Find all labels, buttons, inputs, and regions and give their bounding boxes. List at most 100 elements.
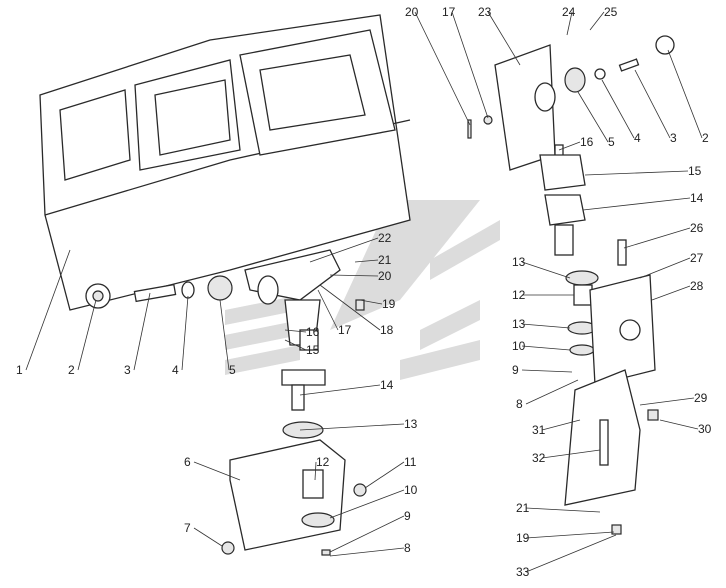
callout-number: 1	[16, 363, 23, 377]
leader-line	[77, 299, 97, 371]
callout-number: 5	[229, 363, 236, 377]
leader-line	[525, 531, 615, 539]
leader-line	[521, 261, 571, 279]
callout-number: 25	[604, 5, 618, 19]
leader-line	[299, 423, 405, 431]
leader-line	[329, 515, 405, 553]
callout-number: 9	[404, 509, 411, 523]
leader-line	[566, 11, 573, 36]
callout-number: 10	[404, 483, 418, 497]
callout-number: 8	[516, 397, 523, 411]
callout-number: 31	[532, 423, 546, 437]
callout-number: 8	[404, 541, 411, 555]
leader-line	[219, 299, 230, 371]
leader-line	[651, 285, 691, 301]
callout-number: 28	[690, 279, 704, 293]
callout-number: 15	[306, 343, 320, 357]
callout-number: 16	[306, 325, 320, 339]
leader-line	[329, 274, 379, 277]
leader-line	[284, 339, 307, 351]
leader-line	[133, 292, 151, 371]
callout-number: 14	[690, 191, 704, 205]
leader-line	[359, 299, 383, 305]
leader-line	[589, 11, 605, 31]
leader-line	[521, 323, 571, 329]
leader-line	[299, 384, 381, 396]
leader-line	[525, 534, 617, 573]
leader-lines	[25, 11, 703, 573]
callout-number: 13	[512, 317, 526, 331]
callout-number: 3	[124, 363, 131, 377]
callout-number: 4	[172, 363, 179, 377]
callout-number: 26	[690, 221, 704, 235]
callout-number: 19	[382, 297, 396, 311]
callout-number: 13	[512, 255, 526, 269]
callout-number: 3	[670, 131, 677, 145]
leader-line	[319, 284, 381, 331]
callout-number: 15	[688, 164, 702, 178]
leader-line	[414, 11, 471, 126]
callout-number: 4	[634, 131, 641, 145]
callout-number: 2	[702, 131, 709, 145]
leader-line	[309, 237, 379, 263]
leader-line	[634, 69, 671, 139]
leader-line	[193, 527, 223, 547]
leader-line	[329, 547, 405, 557]
leader-line	[521, 345, 571, 351]
callout-number: 17	[338, 323, 352, 337]
leader-line	[584, 170, 689, 176]
watermark-logo	[225, 200, 500, 380]
leader-line	[521, 369, 573, 373]
right-mount-assembly	[467, 35, 675, 535]
callout-number: 9	[512, 363, 519, 377]
callout-number: 29	[694, 391, 708, 405]
callout-number: 12	[316, 455, 330, 469]
callout-number: 33	[516, 565, 530, 579]
callout-number: 21	[516, 501, 530, 515]
callout-number: 20	[378, 269, 392, 283]
leader-line	[577, 91, 609, 143]
callout-number: 23	[478, 5, 492, 19]
leader-line	[541, 449, 601, 459]
callout-number: 16	[580, 135, 594, 149]
callout-number: 2	[68, 363, 75, 377]
callout-number: 13	[404, 417, 418, 431]
leader-line	[525, 379, 579, 405]
leader-line	[317, 289, 339, 331]
leader-line	[25, 249, 71, 371]
callout-number: 7	[184, 521, 191, 535]
leader-line	[639, 397, 695, 406]
leader-line	[582, 197, 691, 211]
leader-line	[181, 295, 189, 371]
leader-line	[193, 461, 241, 481]
leader-line	[329, 489, 405, 519]
callout-number: 21	[378, 253, 392, 267]
callout-number: 6	[184, 455, 191, 469]
callout-number: 14	[380, 378, 394, 392]
leader-line	[451, 11, 489, 119]
leader-line	[639, 257, 691, 279]
leader-line	[525, 507, 601, 513]
callout-number: 11	[404, 455, 417, 469]
callout-number: 19	[516, 531, 530, 545]
left-mount-assembly	[85, 249, 367, 556]
leader-line	[284, 329, 307, 333]
callout-number: 32	[532, 451, 546, 465]
leader-line	[364, 461, 405, 489]
leader-line	[558, 141, 581, 151]
callout-number: 30	[698, 422, 712, 436]
leader-line	[659, 419, 699, 430]
callout-number: 10	[512, 339, 526, 353]
callout-number: 5	[608, 135, 615, 149]
leader-line	[487, 11, 521, 66]
callout-number: 20	[405, 5, 419, 19]
callout-number: 27	[690, 251, 704, 265]
leader-line	[667, 49, 703, 139]
leader-line	[354, 259, 379, 263]
leader-line	[623, 227, 691, 249]
callout-number: 18	[380, 323, 394, 337]
callout-number: 17	[442, 5, 456, 19]
